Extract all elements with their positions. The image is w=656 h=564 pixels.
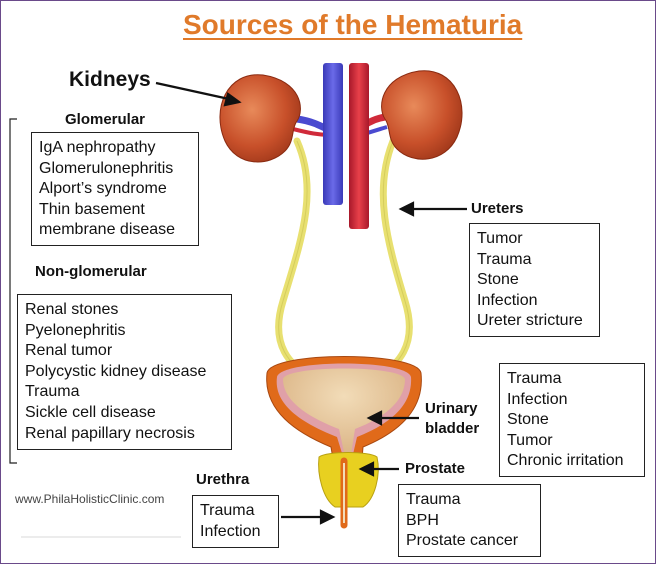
pointer-arrows	[155, 81, 467, 525]
list-item: Trauma	[200, 502, 255, 519]
renal-vein-left	[296, 115, 329, 133]
kidneys-label: Kidneys	[69, 68, 151, 91]
list-item: Trauma	[406, 491, 461, 508]
list-item: Infection	[477, 291, 538, 309]
list-item: Trauma	[507, 370, 562, 387]
ureters-label: Ureters	[471, 200, 524, 217]
prostate-label: Prostate	[405, 460, 466, 477]
list-item: Alport’s syndrome	[39, 180, 167, 198]
urethra-causes-list: Trauma Infection	[200, 501, 271, 542]
list-item: Stone	[507, 411, 549, 429]
non-glomerular-causes-box: Renal stones Pyelonephritis Renal tumor …	[17, 294, 232, 450]
left-ureter	[275, 137, 317, 383]
list-item: Infection	[200, 522, 261, 540]
urinary-bladder-label: Urinary bladder	[425, 399, 479, 439]
list-item: membrane disease	[39, 221, 176, 239]
urinary-bladder-label-line2: bladder	[425, 420, 480, 437]
prostate-causes-box: Trauma BPH Prostate cancer	[398, 484, 541, 557]
glomerular-causes-box: IgA nephropathy Glomerulonephritis Alpor…	[31, 132, 199, 246]
list-item: Renal papillary necrosis	[25, 424, 195, 442]
ureter-causes-box: Tumor Trauma Stone Infection Ureter stri…	[469, 223, 600, 337]
list-item: Renal stones	[25, 301, 119, 318]
list-item: Chronic irritation	[507, 452, 624, 470]
non-glomerular-heading: Non-glomerular	[35, 263, 147, 280]
list-item: Ureter stricture	[477, 312, 583, 330]
list-item: Tumor	[507, 431, 553, 449]
group-bracket	[9, 118, 17, 464]
urethra-causes-box: Trauma Infection	[192, 495, 279, 548]
urethra-label: Urethra	[196, 471, 250, 488]
glomerular-heading: Glomerular	[65, 111, 146, 128]
list-item: Stone	[477, 271, 519, 289]
glomerular-causes-list: IgA nephropathy Glomerulonephritis Alpor…	[39, 138, 191, 241]
right-kidney	[381, 70, 463, 160]
bladder-causes-box: Trauma Infection Stone Tumor Chronic irr…	[499, 363, 645, 477]
right-ureter	[371, 137, 413, 383]
list-item: Sickle cell disease	[25, 403, 156, 421]
left-kidney	[219, 74, 301, 163]
list-item: Polycystic kidney disease	[25, 362, 207, 380]
list-item: Trauma	[25, 383, 80, 401]
list-item: Tumor	[477, 230, 523, 247]
prostate-gland	[318, 452, 379, 508]
prostate-causes-list: Trauma BPH Prostate cancer	[406, 490, 533, 552]
urinary-bladder-label-line1: Urinary	[425, 400, 478, 417]
bladder-causes-list: Trauma Infection Stone Tumor Chronic irr…	[507, 369, 637, 472]
list-item: BPH	[406, 511, 439, 529]
ureter-causes-list: Tumor Trauma Stone Infection Ureter stri…	[477, 229, 592, 332]
website-watermark: www.PhilaHolisticClinic.com	[15, 492, 165, 506]
list-item: Infection	[507, 390, 568, 408]
bladder-lumen	[283, 368, 405, 461]
list-item: IgA nephropathy	[39, 139, 156, 156]
list-item: Renal tumor	[25, 342, 113, 360]
list-item: Thin basement	[39, 200, 145, 218]
aorta	[349, 63, 369, 229]
diagram-title: Sources of the Hematuria	[183, 9, 523, 40]
non-glomerular-causes-list: Renal stones Pyelonephritis Renal tumor …	[25, 300, 224, 444]
vena-cava	[323, 63, 343, 205]
list-item: Prostate cancer	[406, 532, 519, 550]
list-item: Glomerulonephritis	[39, 159, 174, 177]
list-item: Trauma	[477, 250, 532, 268]
list-item: Pyelonephritis	[25, 321, 126, 339]
